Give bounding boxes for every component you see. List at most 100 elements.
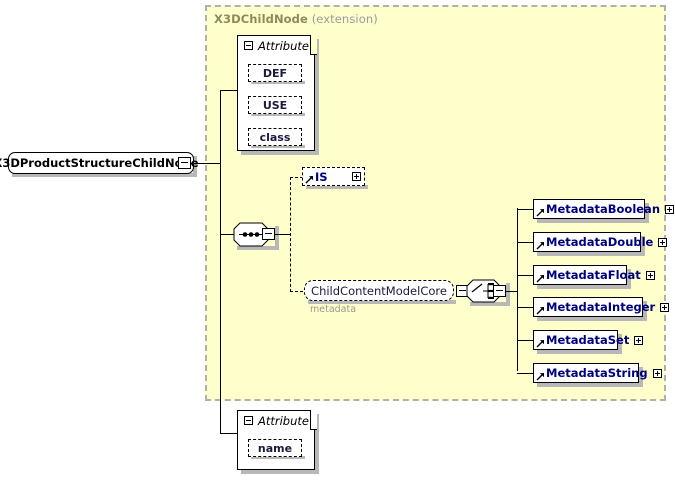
root-node-shadow-right — [193, 156, 197, 177]
metadata-element-shadow-right — [627, 269, 631, 289]
metadata-element-label: MetadataBoolean — [546, 202, 661, 216]
metadata-element-shadow — [537, 219, 649, 223]
connector-metadata-stub — [517, 242, 533, 243]
metadata-element-label: MetadataString — [546, 366, 648, 380]
attribute-group-bottom-header: Attribute — [238, 411, 310, 430]
metadata-element-shadow-right — [641, 236, 645, 256]
attribute-group-top-shadow — [241, 151, 319, 155]
sequence-compositor-expander[interactable] — [262, 228, 275, 240]
metadata-element-expander[interactable] — [634, 335, 644, 345]
attribute-class[interactable]: class — [248, 128, 302, 146]
attribute-group-top-expander[interactable] — [244, 41, 253, 50]
metadata-element-metadatafloat[interactable]: MetadataFloat — [533, 265, 655, 285]
root-node-expander[interactable] — [178, 157, 191, 169]
metadata-element-metadataset[interactable]: MetadataSet — [533, 330, 644, 350]
metadata-element-expander[interactable] — [652, 368, 662, 378]
reference-arrow-icon — [536, 242, 544, 250]
metadata-element-shadow-right — [643, 301, 647, 321]
metadata-element-shadow — [537, 252, 645, 256]
attribute-group-bottom-shadow — [241, 470, 319, 474]
metadata-element-expander[interactable] — [645, 270, 655, 280]
attribute-use-label: USE — [262, 98, 288, 112]
reference-arrow-icon — [536, 209, 544, 217]
attribute-group-top-header: Attribute — [238, 36, 310, 55]
sequence-compositor-shadow-right — [275, 226, 279, 250]
connector-trunk-to-attribute-top — [220, 90, 237, 91]
attribute-group-top-shadow-right — [315, 39, 319, 155]
root-node-shadow — [12, 173, 197, 177]
attribute-def-shadow — [251, 81, 305, 84]
connector-trunk-vertical — [220, 90, 221, 434]
attribute-group-top-notch — [310, 35, 317, 55]
reference-arrow-icon — [305, 176, 313, 184]
element-is-label: IS — [315, 169, 328, 184]
connector-sequence-to-branch — [275, 234, 291, 235]
connector-metadata-stub — [517, 275, 533, 276]
metadata-element-metadatadouble[interactable]: MetadataDouble — [533, 232, 668, 252]
group-childcontentmodelcore[interactable]: ChildContentModelCore — [304, 280, 454, 301]
metadata-element-expander[interactable] — [658, 237, 668, 247]
connector-trunk-to-sequence — [220, 234, 234, 235]
metadata-element-shadow-right — [645, 203, 649, 223]
choice-compositor-expander[interactable] — [493, 285, 506, 297]
reference-arrow-icon — [536, 307, 544, 315]
reference-arrow-icon — [536, 373, 544, 381]
metadata-element-label: MetadataSet — [546, 333, 630, 347]
metadata-element-shadow-right — [639, 367, 643, 387]
attribute-name-shadow — [251, 456, 305, 459]
metadata-element-label: MetadataFloat — [546, 268, 641, 282]
group-childcontentmodelcore-label: ChildContentModelCore — [311, 283, 447, 298]
metadata-element-metadatainteger[interactable]: MetadataInteger — [533, 297, 670, 317]
sequence-compositor[interactable] — [233, 222, 276, 247]
attribute-class-label: class — [259, 130, 291, 144]
connector-choice-to-metadata-trunk — [506, 291, 518, 292]
extension-region-label: X3DChildNode (extension) — [214, 12, 378, 26]
metadata-element-expander[interactable] — [660, 302, 670, 312]
choice-compositor-shadow-right — [506, 283, 510, 306]
element-is[interactable]: IS — [302, 167, 365, 186]
choice-compositor[interactable] — [466, 279, 507, 303]
attribute-group-bottom-expander[interactable] — [244, 416, 253, 425]
metadata-element-metadataboolean[interactable]: MetadataBoolean — [533, 199, 675, 219]
metadata-element-metadatastring[interactable]: MetadataString — [533, 363, 662, 383]
connector-root-to-trunk — [191, 163, 221, 164]
connector-trunk-to-attribute-bottom — [220, 433, 237, 434]
attribute-def[interactable]: DEF — [248, 64, 302, 82]
metadata-element-shadow-right — [618, 334, 622, 354]
metadata-element-shadow — [537, 317, 647, 321]
attribute-name[interactable]: name — [248, 439, 302, 457]
metadata-element-shadow — [537, 285, 631, 289]
connector-dashed-to-is — [290, 177, 303, 178]
attribute-group-bottom-notch — [310, 410, 317, 430]
metadata-element-expander[interactable] — [665, 204, 675, 214]
connector-metadata-trunk — [517, 208, 518, 371]
attribute-group-bottom-title: Attribute — [258, 413, 309, 428]
connector-metadata-stub — [517, 307, 533, 308]
extension-type-name: X3DChildNode — [214, 12, 308, 26]
reference-arrow-icon — [536, 275, 544, 283]
attribute-class-shadow — [251, 145, 305, 148]
group-childcontentmodelcore-shadow — [308, 300, 456, 304]
metadata-element-shadow — [537, 383, 643, 387]
attribute-def-label: DEF — [262, 66, 288, 80]
metadata-element-shadow — [537, 350, 622, 354]
connector-metadata-stub — [517, 373, 533, 374]
connector-metadata-stub — [517, 340, 533, 341]
connector-metadata-stub — [517, 209, 533, 210]
attribute-group-bottom-shadow-right — [315, 414, 319, 474]
sequence-compositor-shadow — [237, 246, 279, 250]
element-is-shadow — [306, 185, 368, 189]
root-node-label: X3DProductStructureChildNode — [0, 156, 199, 170]
group-childcontentmodelcore-sublabel: metadata — [310, 304, 357, 315]
extension-kind: (extension) — [311, 12, 378, 26]
attribute-use[interactable]: USE — [248, 96, 302, 114]
element-is-expander[interactable] — [352, 172, 361, 181]
metadata-element-label: MetadataInteger — [546, 300, 656, 314]
connector-dashed-to-childcontentmodelcore — [290, 291, 303, 292]
connector-dashed-trunk — [290, 177, 291, 292]
attribute-name-label: name — [257, 441, 293, 455]
choice-compositor-shadow — [470, 302, 510, 306]
root-node-x3dproductstructurechildnode[interactable]: X3DProductStructureChildNode — [0, 152, 199, 174]
reference-arrow-icon — [536, 340, 544, 348]
